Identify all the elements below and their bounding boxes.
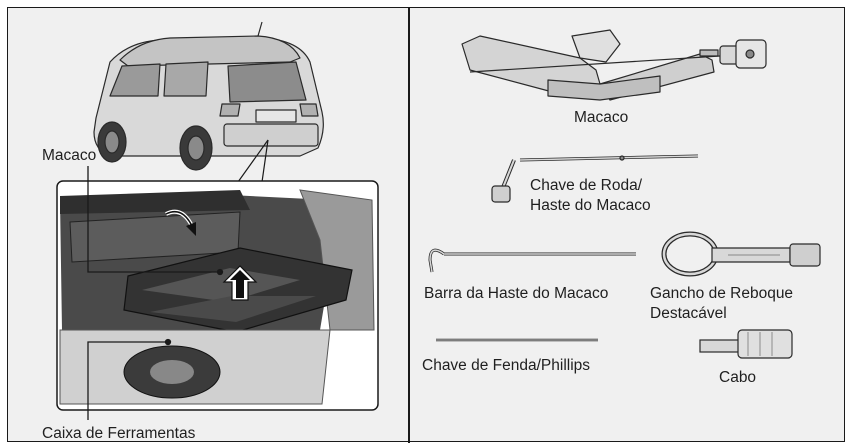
panel-divider <box>408 8 410 443</box>
right-label-jack: Macaco <box>574 109 629 126</box>
jack-bar-illustration <box>428 248 636 273</box>
callout-lines <box>237 139 269 183</box>
left-leader-lines <box>87 166 224 420</box>
label-tow-hook-line1: Gancho de Reboque <box>650 285 794 302</box>
label-jack-bar: Barra da Haste do Macaco <box>424 285 609 302</box>
label-wheel-wrench-line1: Chave de Roda/ <box>530 177 643 194</box>
wheel-wrench-illustration <box>491 154 699 203</box>
handle-illustration <box>699 329 793 359</box>
left-label-toolbox: Caixa de Ferramentas <box>42 425 196 442</box>
tow-hook-illustration <box>661 231 821 277</box>
car-illustration <box>93 21 324 171</box>
label-wheel-wrench-line2: Haste do Macaco <box>530 197 651 214</box>
trunk-inset <box>56 180 379 411</box>
label-screwdriver: Chave de Fenda/Phillips <box>422 357 591 374</box>
scissor-jack-illustration <box>461 29 767 101</box>
left-label-jack: Macaco <box>42 147 97 164</box>
label-tow-hook-line2: Destacável <box>650 305 727 322</box>
label-handle: Cabo <box>719 369 757 386</box>
